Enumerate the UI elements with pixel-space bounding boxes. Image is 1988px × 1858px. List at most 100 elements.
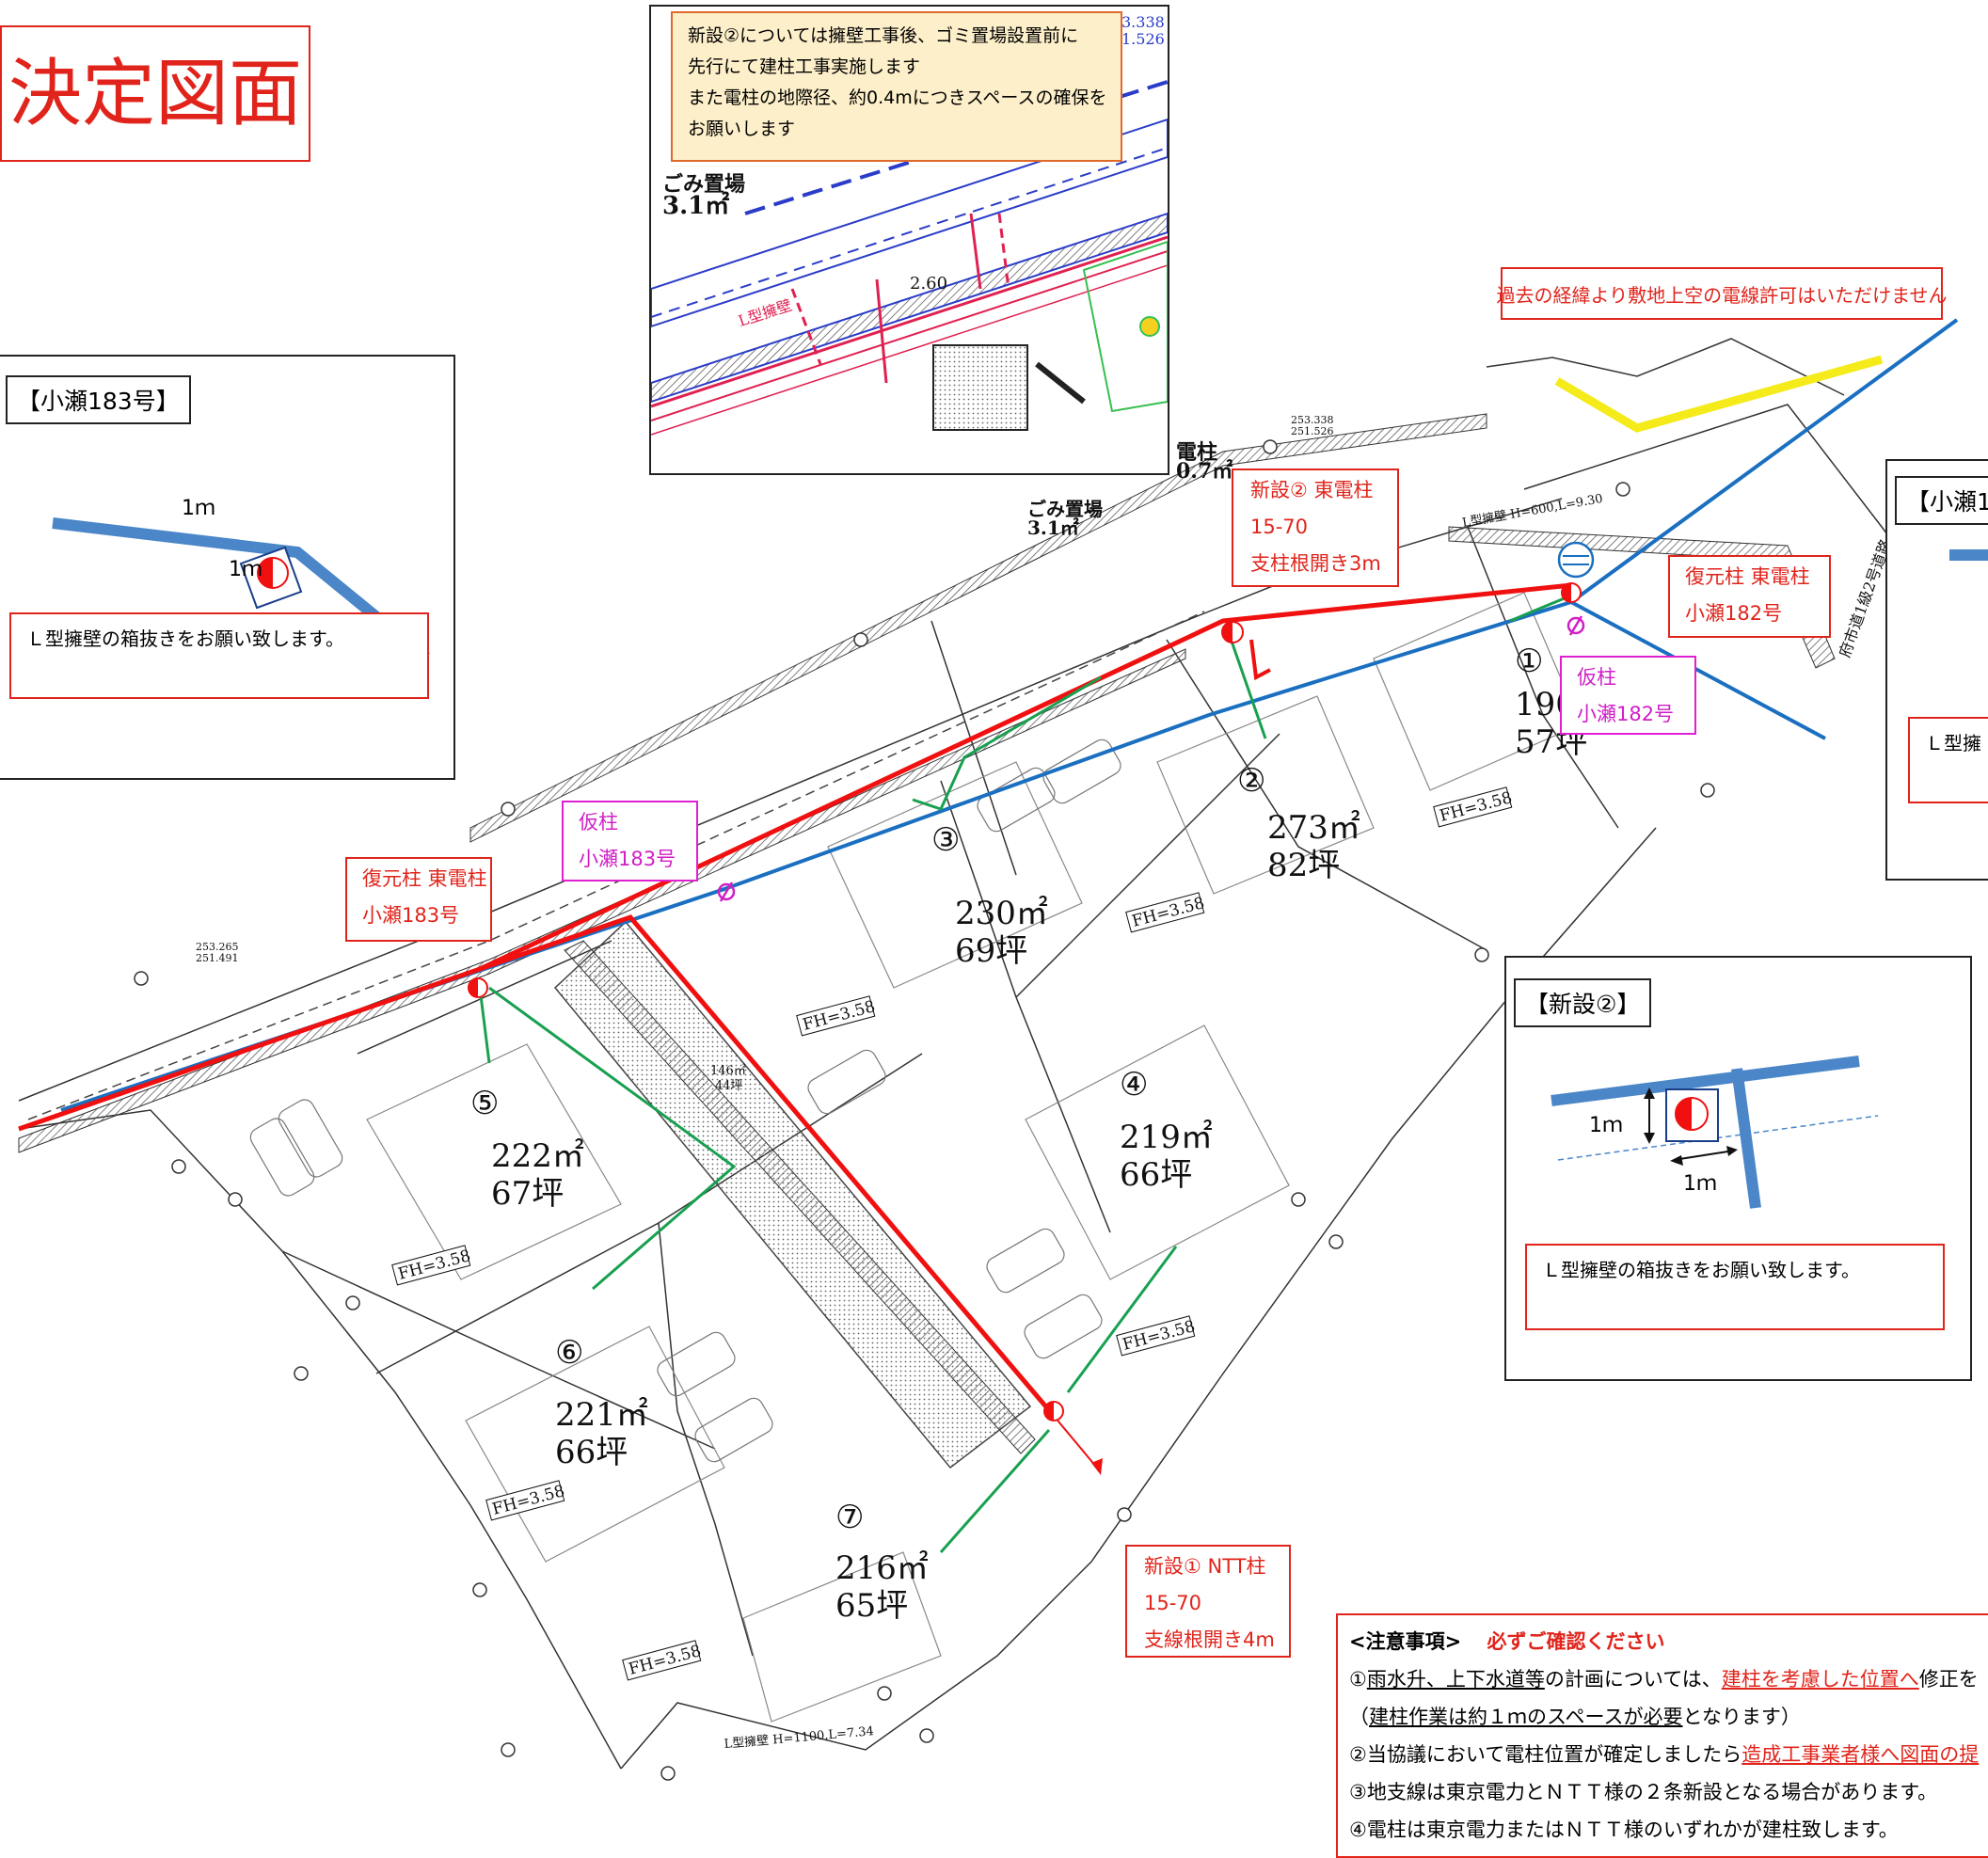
plot-tsubo: 82坪 xyxy=(1267,847,1341,884)
blue-line-2 xyxy=(1570,600,1826,740)
label-line: 復元柱 東電柱 xyxy=(1685,565,1810,588)
coord-top-1: 253.338 xyxy=(1291,414,1334,426)
page-title: 決定図面 xyxy=(8,51,302,136)
pole-new2 xyxy=(1221,621,1244,643)
plot-area: 216㎡ xyxy=(835,1549,929,1587)
notes-heading: <注意事項> xyxy=(1349,1630,1462,1653)
red-line xyxy=(18,582,1572,1132)
label-restore-182: 復元柱 東電柱 小瀬182号 xyxy=(1668,555,1831,638)
road-area-146: 146㎡ xyxy=(710,1064,746,1078)
notes-line-1: ①雨水升、上下水道等の計画については、建柱を考慮した位置へ修正を xyxy=(1349,1660,1988,1698)
notes-box: <注意事項> 必ずご確認ください ①雨水升、上下水道等の計画については、建柱を考… xyxy=(1336,1613,1988,1858)
inset-new2-dim-h: 1ｍ xyxy=(1683,1172,1717,1196)
label-line: 小瀬183号 xyxy=(362,904,460,927)
building-outlines xyxy=(366,592,1582,1723)
yellow-line xyxy=(1554,355,1884,433)
notes-text: の計画については、 xyxy=(1544,1668,1722,1691)
inset-kose182-note: Ｌ型擁 xyxy=(1925,732,1981,754)
pole-label: 電柱 xyxy=(1176,440,1217,465)
fh-label: FH=3.58 xyxy=(1438,788,1514,826)
notes-text: ① xyxy=(1349,1668,1367,1691)
plot-number: ③ xyxy=(931,821,961,859)
plot-tsubo: 66坪 xyxy=(1120,1156,1193,1194)
label-line: 仮柱 xyxy=(579,811,618,834)
callout-line-3: また電柱の地際径、約0.4mにつきスペースの確保を xyxy=(688,87,1107,108)
notes-text: となります） xyxy=(1682,1706,1801,1728)
inset-kose182-note-box: Ｌ型擁 xyxy=(1908,717,1988,803)
pole-temp-182 xyxy=(1567,615,1585,636)
notes-heading-alert: 必ずご確認ください xyxy=(1487,1630,1665,1653)
inset-coord-2: 1.526 xyxy=(1121,30,1165,48)
inset-new2-note: Ｌ型擁壁の箱抜きをお願い致します。 xyxy=(1542,1259,1860,1281)
plot-number: ② xyxy=(1237,762,1266,800)
inset-new2-note-box: Ｌ型擁壁の箱抜きをお願い致します。 xyxy=(1525,1244,1945,1330)
label-line: 復元柱 東電柱 xyxy=(362,867,487,890)
plot-label-7: ⑦ 216㎡ 65坪 xyxy=(835,1501,929,1625)
callout-line-1: 新設②については擁壁工事後、ゴミ置場設置前に xyxy=(688,25,1079,46)
inset-new2-title: 【新設②】 xyxy=(1514,978,1652,1027)
label-line: 15-70 xyxy=(1144,1592,1202,1614)
garbage-area-label: 3.1㎡ xyxy=(1027,516,1079,539)
pole-new1 xyxy=(1043,1401,1064,1421)
plot-area: 273㎡ xyxy=(1267,809,1360,847)
label-line: 新設① NTT柱 xyxy=(1144,1555,1266,1578)
label-line: 小瀬182号 xyxy=(1577,703,1675,725)
inset-kose183-dim-v: 1ｍ xyxy=(229,558,262,581)
inset-dim: 2.60 xyxy=(910,274,947,294)
inset-new2-dim-v: 1ｍ xyxy=(1589,1114,1623,1137)
fh-label: FH=3.58 xyxy=(1121,1317,1197,1355)
wall-bottom-label: L型擁壁 H=1100,L=7.34 xyxy=(724,1724,874,1752)
road-area-44: 44坪 xyxy=(715,1079,743,1093)
red-line-branch xyxy=(479,914,1056,1418)
title-box: 決定図面 xyxy=(0,25,310,162)
coord-left-1: 253.265 xyxy=(196,941,239,953)
fh-label: FH=3.58 xyxy=(801,997,877,1035)
inset-kose182-partial: 【小瀬1 Ｌ型擁 xyxy=(1885,459,1988,881)
pole-temp-183 xyxy=(717,881,736,902)
label-temp-182: 仮柱 小瀬182号 xyxy=(1560,656,1696,735)
plot-area: 222㎡ xyxy=(491,1137,584,1175)
label-new2-pole: 新設② 東電柱 15-70 支柱根開き3m xyxy=(1232,468,1399,587)
notes-text: 造成工事業者様へ図面の提 xyxy=(1741,1743,1980,1766)
notes-text: 修正を xyxy=(1918,1668,1979,1691)
coord-left-2: 251.491 xyxy=(196,952,239,964)
inset-kose182-blue-bar xyxy=(1949,549,1988,561)
inset-kose182-title: 【小瀬1 xyxy=(1895,476,1988,525)
plot-label-5: ⑤ 222㎡ 67坪 xyxy=(470,1087,584,1213)
callout-line-2: 先行にて建柱工事実施します xyxy=(688,56,921,77)
garbage-inset-label: ごみ置場 xyxy=(662,172,745,197)
plot-label-3: ③ 230㎡ 69坪 xyxy=(931,823,1048,970)
garbage-inset-area: 3.1㎡ xyxy=(662,191,729,220)
inset-kose183-title: 【小瀬183号】 xyxy=(6,375,191,424)
notes-line-3: ②当協議において電柱位置が確定しましたら造成工事業者様へ図面の提 xyxy=(1349,1736,1988,1773)
plot-number: ⑥ xyxy=(555,1334,584,1372)
inset-new2: 【新設②】 1ｍ 1ｍ Ｌ型擁壁の箱抜きをお願い致します。 xyxy=(1504,956,1972,1381)
plot-area: 230㎡ xyxy=(955,895,1048,932)
inset-kose183: 【小瀬183号】 1ｍ 1ｍ Ｌ型擁壁の箱抜きをお願い致します。 xyxy=(0,355,455,780)
notes-line-2: （建柱作業は約１ｍのスペースが必要となります） xyxy=(1349,1698,1988,1736)
notes-text: 建柱を考慮した位置へ xyxy=(1721,1668,1919,1691)
label-restore-183: 復元柱 東電柱 小瀬183号 xyxy=(345,857,492,942)
label-line: 仮柱 xyxy=(1577,666,1616,689)
plot-number: ⑦ xyxy=(835,1499,865,1536)
no-overhead-notice: 過去の経緯より敷地上空の電線許可はいただけません xyxy=(1497,267,1948,320)
pole-markers xyxy=(468,541,1595,1421)
label-new1-pole: 新設① NTT柱 15-70 支線根開き4m xyxy=(1125,1545,1291,1658)
inset-kose183-note-box: Ｌ型擁壁の箱抜きをお願い致します。 xyxy=(9,612,429,699)
coord-top-2: 251.526 xyxy=(1291,425,1334,437)
label-line: 支柱根開き3m xyxy=(1250,552,1381,575)
plot-label-2: ② 273㎡ 82坪 xyxy=(1237,764,1360,884)
private-road xyxy=(553,920,1032,1469)
pole-area-label: 0.7㎡ xyxy=(1176,459,1233,484)
plot-tsubo: 67坪 xyxy=(491,1175,565,1213)
plot-tsubo: 69坪 xyxy=(955,932,1028,970)
blue-pole-symbol xyxy=(1557,541,1595,579)
label-line: 小瀬183号 xyxy=(579,848,676,870)
label-line: 15-70 xyxy=(1250,516,1309,538)
car-outlines xyxy=(249,738,1121,1463)
inset-new2-drawing xyxy=(1551,1056,1879,1209)
garbage-label: ごみ置場 xyxy=(1027,498,1103,520)
notes-heading-row: <注意事項> 必ずご確認ください xyxy=(1349,1623,1988,1660)
notes-line-5: ④電柱は東京電力またはＮＴＴ様のいずれかが建柱致します。 xyxy=(1349,1818,1899,1841)
